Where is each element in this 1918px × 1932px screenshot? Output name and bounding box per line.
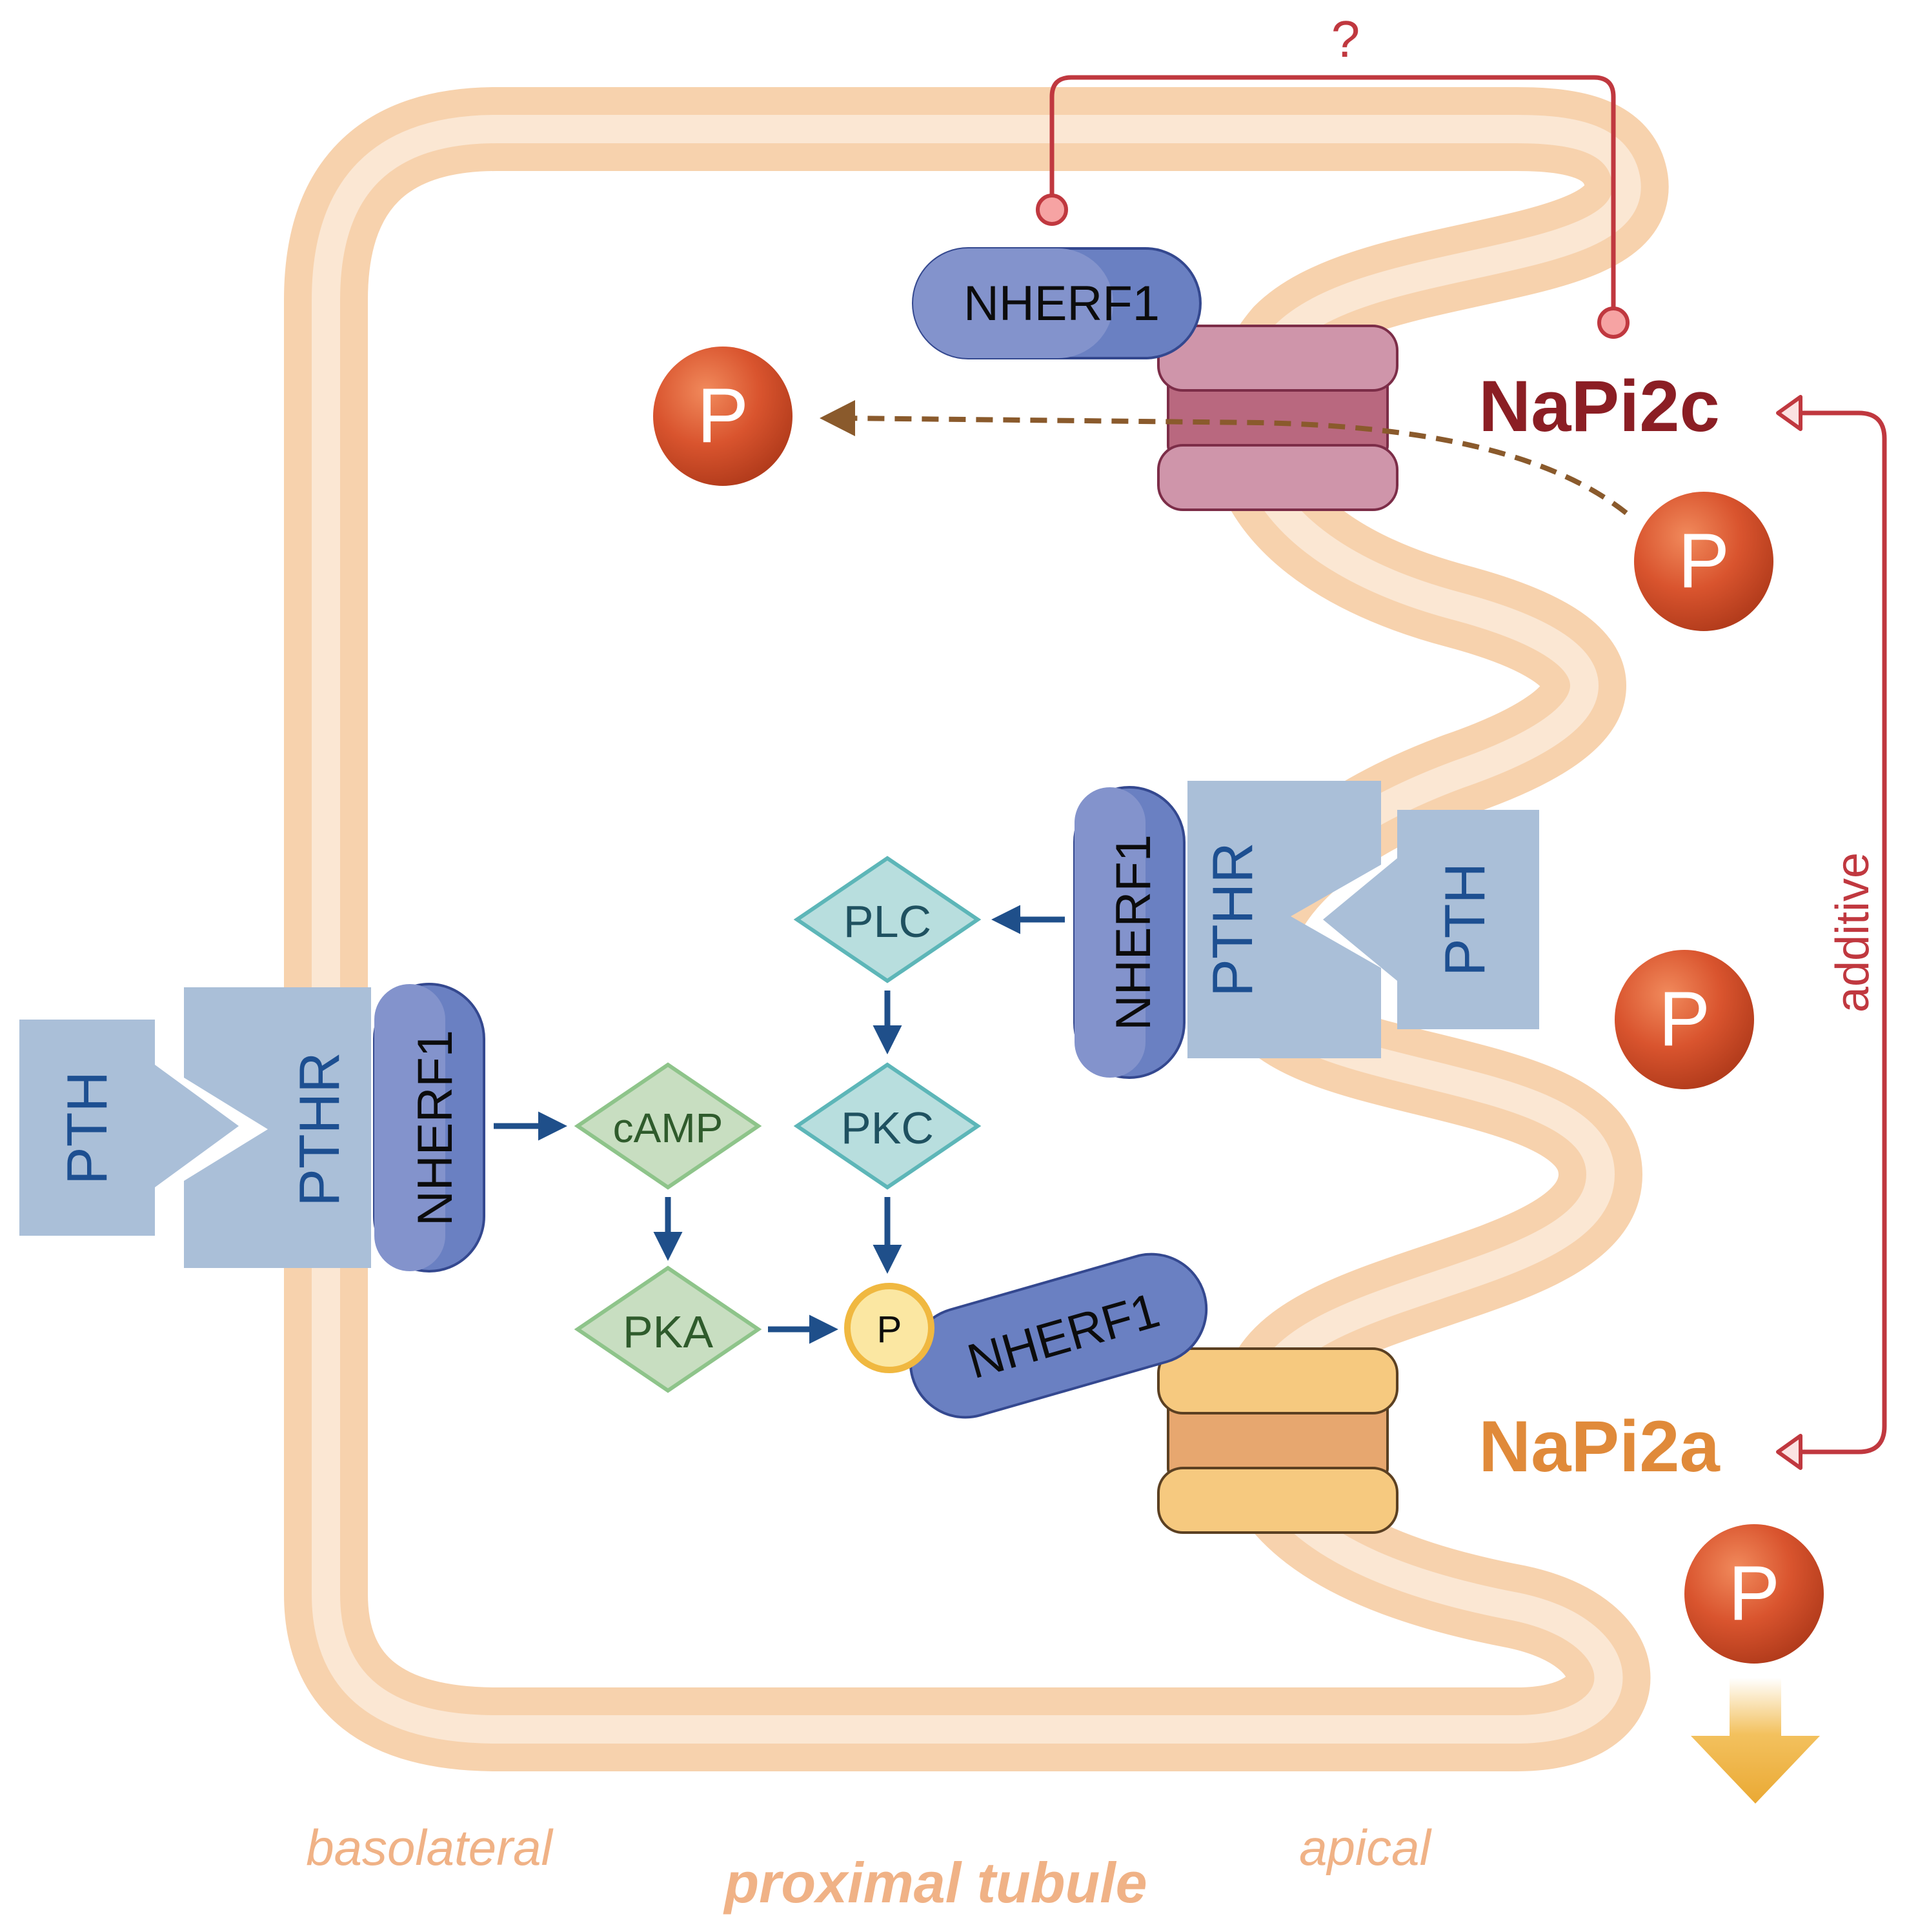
phosphate-lumen-mid: P xyxy=(1615,950,1754,1089)
nherf1-mid-label: NHERF1 xyxy=(1106,834,1161,1031)
phosphate-lumen-mid-label: P xyxy=(1659,976,1710,1062)
pka-node xyxy=(574,1265,762,1393)
additive-bracket xyxy=(1776,395,1887,1470)
pth-right-label: PTH xyxy=(1433,863,1497,976)
pth-left-label: PTH xyxy=(55,1071,119,1185)
napi2c-label: NaPi2c xyxy=(1479,366,1720,447)
connector-end-napi2c xyxy=(1597,307,1630,339)
transport-arrowhead xyxy=(820,400,855,436)
plc-node xyxy=(793,856,982,983)
pkc-node xyxy=(793,1062,982,1190)
pthr-right-label: PTHR xyxy=(1200,842,1264,997)
camp-label: cAMP xyxy=(613,1105,723,1151)
arrowhead-to-napi2a xyxy=(1776,1434,1802,1470)
napi2a-transporter xyxy=(1157,1347,1398,1534)
nherf1-top xyxy=(912,247,1202,359)
signal-arrows xyxy=(494,905,1065,1344)
phosphate-transport-path xyxy=(820,400,1628,516)
napi2a-label: NaPi2a xyxy=(1479,1406,1720,1487)
nherf1-bottom xyxy=(909,1253,1208,1419)
nherf1-top-label: NHERF1 xyxy=(964,276,1160,331)
pthr-left-label: PTHR xyxy=(287,1052,351,1207)
basolateral-label: basolateral xyxy=(306,1819,554,1876)
phospho-site-label: P xyxy=(877,1309,902,1351)
nherf1-mid xyxy=(1073,786,1186,1079)
phosphate-lumen-bottom-label: P xyxy=(1728,1550,1780,1636)
plc-label: PLC xyxy=(843,896,931,947)
arrowhead-to-napi2c xyxy=(1776,395,1802,431)
proximal-tubule-label: proximal tubule xyxy=(723,1851,1147,1915)
phosphate-intracellular-label: P xyxy=(697,372,749,459)
question-mark: ? xyxy=(1331,10,1360,68)
phosphate-lumen-top: P xyxy=(1634,492,1773,631)
napi2c-transporter xyxy=(1157,325,1398,511)
phosphate-lumen-bottom: P xyxy=(1684,1524,1824,1664)
pka-label: PKA xyxy=(623,1307,713,1357)
phosphate-lumen-top-label: P xyxy=(1678,518,1730,604)
apical-label: apical xyxy=(1299,1819,1432,1876)
nherf1-left xyxy=(373,983,485,1273)
pthr-left-receptor xyxy=(184,987,371,1268)
excretion-down-arrow xyxy=(1691,1678,1820,1804)
nherf1-left-label: NHERF1 xyxy=(408,1030,463,1226)
regulation-connector xyxy=(1036,75,1630,339)
pthr-right-receptor xyxy=(1187,781,1381,1058)
phosphate-intracellular: P xyxy=(653,347,792,486)
phospho-site xyxy=(844,1283,934,1373)
additive-label: additive xyxy=(1827,852,1879,1012)
connector-end-nherf1 xyxy=(1036,194,1068,226)
pth-right-ligand xyxy=(1323,810,1539,1029)
pth-left-ligand xyxy=(19,1020,239,1236)
camp-node xyxy=(574,1062,762,1190)
pkc-label: PKC xyxy=(841,1103,934,1153)
